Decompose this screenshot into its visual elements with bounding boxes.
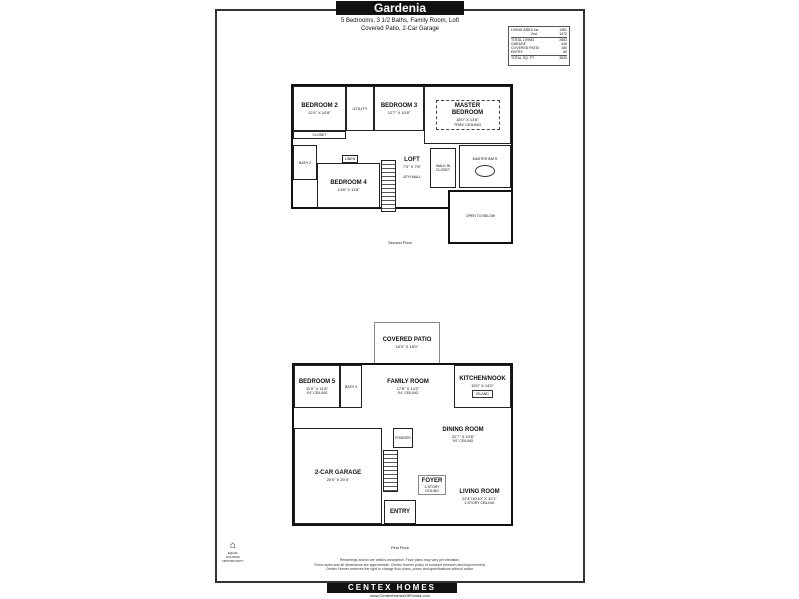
room-entry: ENTRY — [384, 500, 416, 524]
walk-in-closet: WALK IN CLOSET — [430, 148, 456, 188]
staircase — [383, 450, 398, 492]
second-floor-caption: Second Floor — [388, 240, 412, 245]
area-row: TOTAL SQ. FT.3539 — [511, 54, 567, 60]
room-powder: POWDER — [393, 428, 413, 448]
room-bath-2: BATH 2 — [293, 145, 317, 180]
room-master-bath: MASTER BATH — [459, 145, 511, 188]
disclaimer: Renderings shown are artist's conception… — [314, 558, 486, 571]
staircase — [381, 160, 396, 212]
plan-title: Gardenia — [336, 1, 464, 15]
linen: LINEN — [342, 155, 358, 163]
plan-subtitle-2: Covered Patio, 2-Car Garage — [360, 26, 440, 32]
plan-subtitle-1: 5 Bedrooms, 3 1/2 Baths, Family Room, Lo… — [340, 18, 460, 24]
open-to-below: OPEN TO BELOW — [465, 214, 496, 218]
house-icon: ⌂ — [229, 540, 237, 551]
website-url[interactable]: www.CentexHomesOfFlorida.com — [369, 593, 431, 598]
brand-logo: CENTEX HOMES — [327, 583, 457, 593]
equal-housing-logo: ⌂EQUAL HOUSING OPPORTUNITY — [222, 540, 244, 563]
room-utility: UTILITY — [346, 86, 374, 131]
closet: CLOSET — [293, 131, 346, 139]
room-bath-3: BATH 3 — [340, 365, 362, 408]
first-floor-caption: First Floor — [391, 545, 409, 550]
